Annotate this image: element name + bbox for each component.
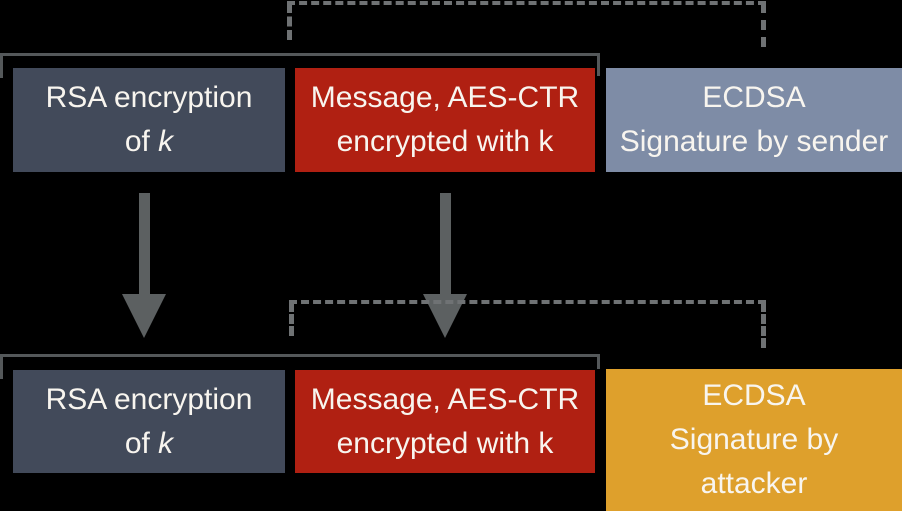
box-message-aes-ctr-copied-line1: Message, AES-CTR: [310, 382, 580, 416]
box-rsa-encryption-copied-line2: of k: [124, 426, 174, 460]
box-rsa-encryption-sender-line1: RSA encryption: [45, 81, 253, 114]
box-message-aes-ctr-sender-line2: encrypted with k: [336, 125, 554, 158]
key-variable-k: k: [158, 426, 174, 460]
box-ecdsa-signature-attacker-line3: attacker: [700, 467, 808, 500]
box-message-aes-ctr-sender: Message, AES-CTR encrypted with k: [295, 68, 595, 172]
box-ecdsa-signature-sender: ECDSA Signature by sender: [606, 68, 902, 172]
box-message-aes-ctr-sender-line1: Message, AES-CTR: [310, 81, 580, 114]
encrypted-payload-bracket-bottom-right-end: [597, 356, 600, 369]
encrypted-payload-bracket-bottom-left-end: [0, 356, 3, 379]
box-ecdsa-signature-sender-line2: Signature by sender: [619, 125, 889, 158]
signed-scope-bracket-bottom-horizontal: [289, 300, 766, 304]
encrypted-payload-bracket-top-right-end: [597, 55, 600, 76]
copy-arrow-left-shaft: [139, 193, 150, 295]
key-variable-k: k: [158, 125, 174, 158]
box-ecdsa-signature-attacker-line1: ECDSA: [702, 379, 806, 412]
box-ecdsa-signature-attacker: ECDSA Signature by attacker: [606, 369, 902, 511]
signed-scope-bracket-top-left-end: [287, 3, 292, 40]
box-ecdsa-signature-sender-line1: ECDSA: [702, 81, 806, 114]
box-rsa-encryption-copied-line1: RSA encryption: [45, 382, 253, 416]
box-ecdsa-signature-attacker-line2: Signature by: [669, 423, 839, 456]
encrypted-payload-bracket-top-left-end: [0, 55, 3, 78]
copy-arrow-left-head: [122, 294, 166, 338]
signed-scope-bracket-top-horizontal: [287, 1, 766, 5]
box-message-aes-ctr-copied-line2: encrypted with k: [336, 426, 554, 460]
signed-scope-bracket-bottom-left-end: [289, 302, 294, 336]
signed-scope-bracket-top-right-end: [761, 3, 766, 47]
encrypted-payload-bracket-bottom-horizontal: [0, 354, 600, 357]
encrypted-payload-bracket-top-horizontal: [0, 53, 600, 56]
box-rsa-encryption-sender: RSA encryption of k: [13, 68, 285, 172]
signed-scope-bracket-bottom-right-end: [761, 302, 766, 348]
box-message-aes-ctr-copied: Message, AES-CTR encrypted with k: [295, 370, 595, 473]
box-rsa-encryption-sender-line2: of k: [124, 125, 174, 158]
box-rsa-encryption-copied: RSA encryption of k: [13, 370, 285, 473]
copy-arrow-right-shaft: [440, 193, 451, 295]
